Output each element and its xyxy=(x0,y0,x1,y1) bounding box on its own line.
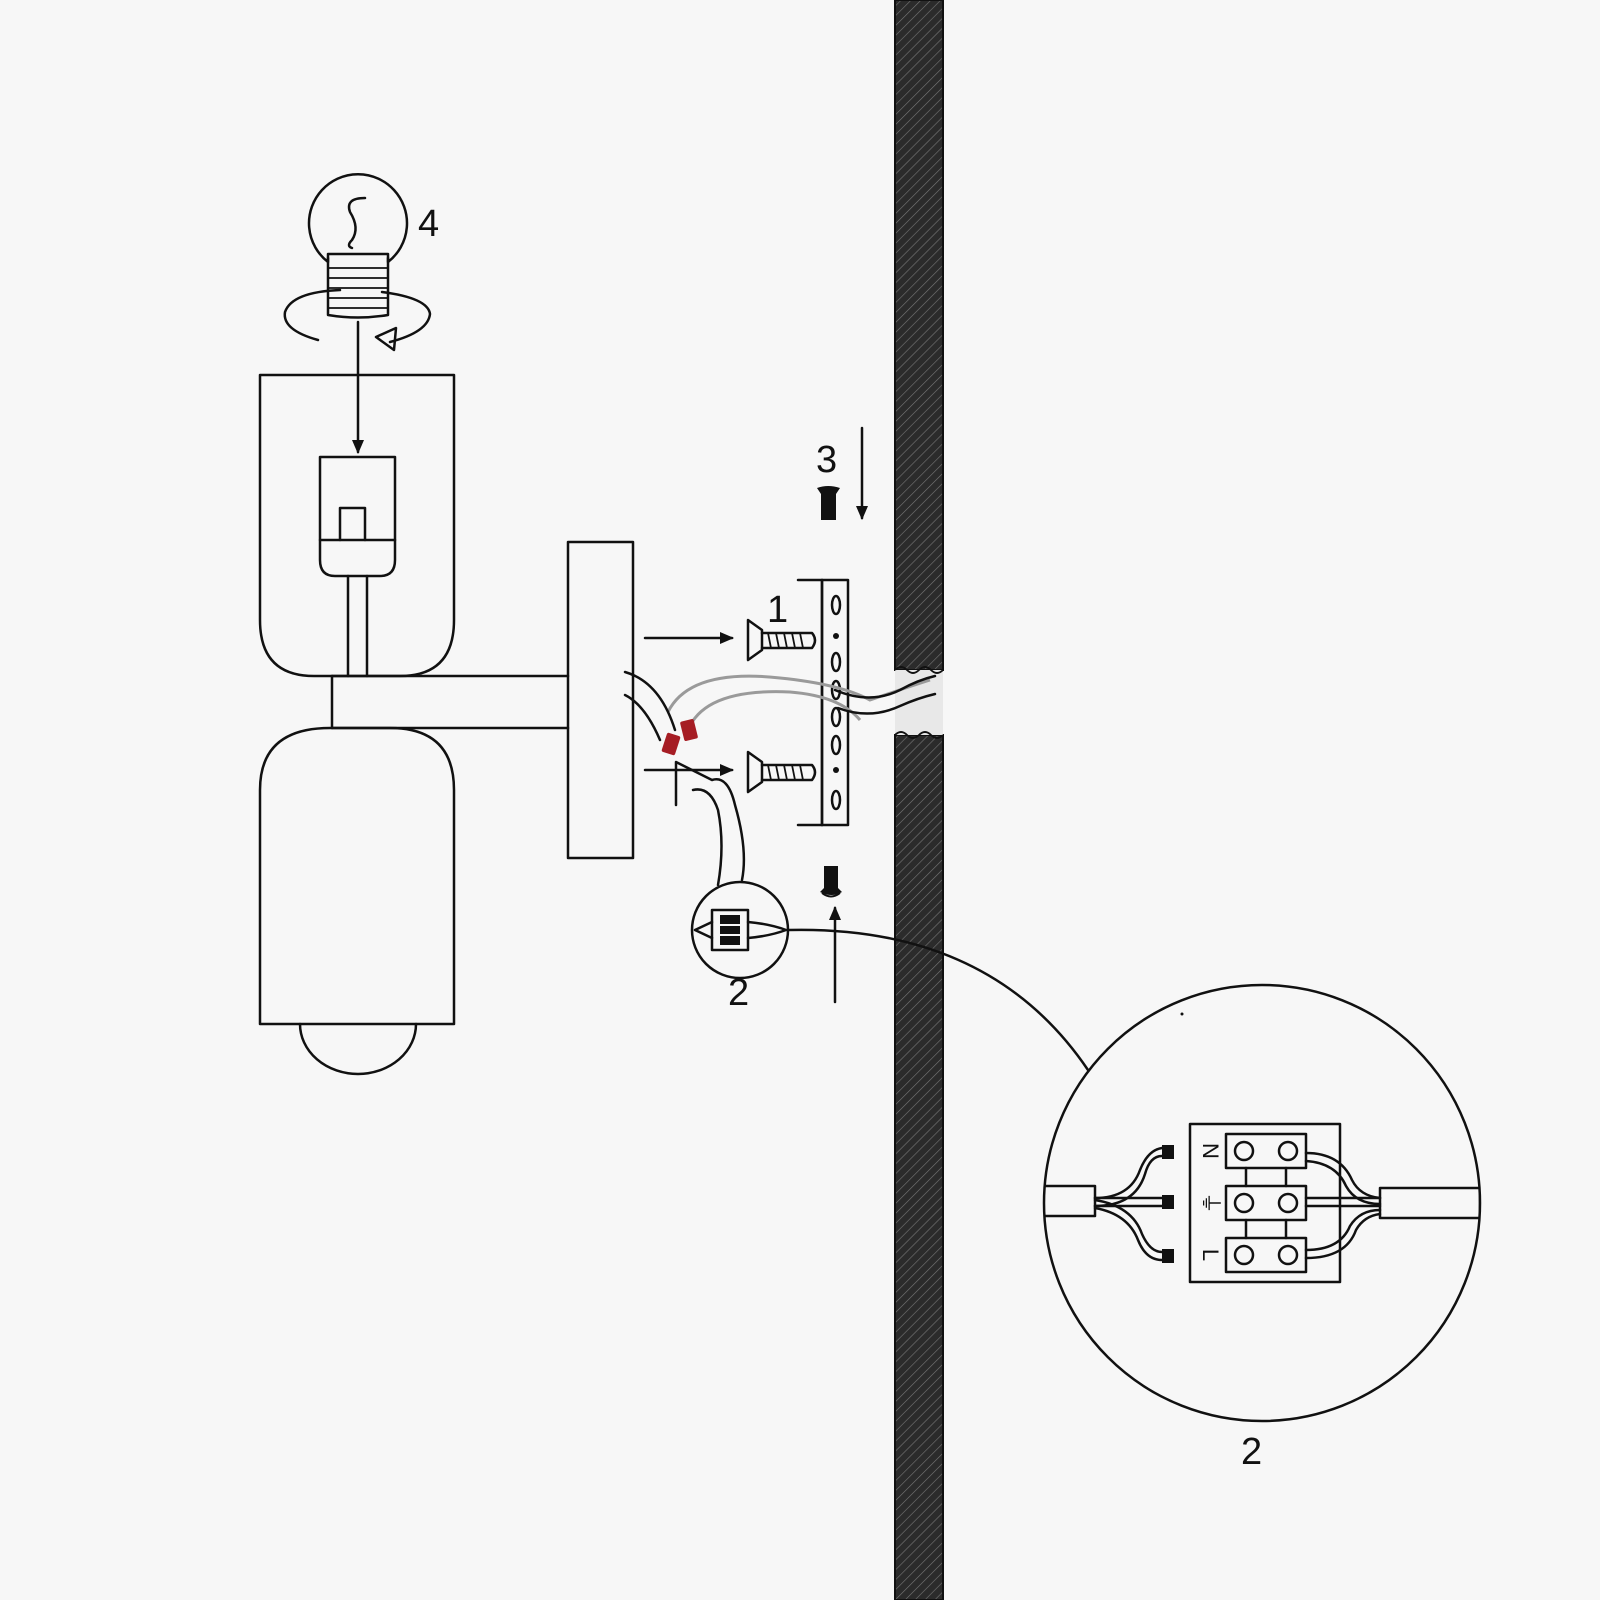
step-2-label-detail: 2 xyxy=(1241,1431,1262,1473)
lamp-arm xyxy=(330,674,570,730)
step-4-label: 4 xyxy=(418,203,439,245)
light-bulb-icon xyxy=(307,173,409,319)
supply-wires xyxy=(666,674,937,731)
wall-screw-top xyxy=(746,618,817,662)
mounting-bracket xyxy=(796,578,850,827)
terminal-block-small xyxy=(690,880,790,980)
terminal-block-detail: N ⏚ L xyxy=(1042,983,1482,1423)
terminal-label-live: L xyxy=(1198,1249,1223,1261)
set-screw-top xyxy=(817,486,840,520)
detail-leader-line xyxy=(786,928,1090,1072)
step-3-label: 3 xyxy=(816,439,837,481)
lamp-wires xyxy=(623,670,677,742)
callout-pointer xyxy=(674,760,746,887)
terminal-label-neutral: N xyxy=(1198,1143,1223,1159)
set-screw-bottom xyxy=(820,866,842,898)
lamp-socket xyxy=(318,455,397,678)
wall xyxy=(894,0,944,1600)
wall-screw-bottom xyxy=(746,750,817,794)
lower-shade xyxy=(258,726,456,1076)
terminal-label-earth: ⏚ xyxy=(1198,1192,1223,1214)
step-2-label-small: 2 xyxy=(728,972,749,1014)
backplate xyxy=(566,540,635,860)
wire-connector-icon xyxy=(661,719,698,756)
step-1-label: 1 xyxy=(767,589,788,631)
rotate-arrow-icon xyxy=(283,288,432,352)
